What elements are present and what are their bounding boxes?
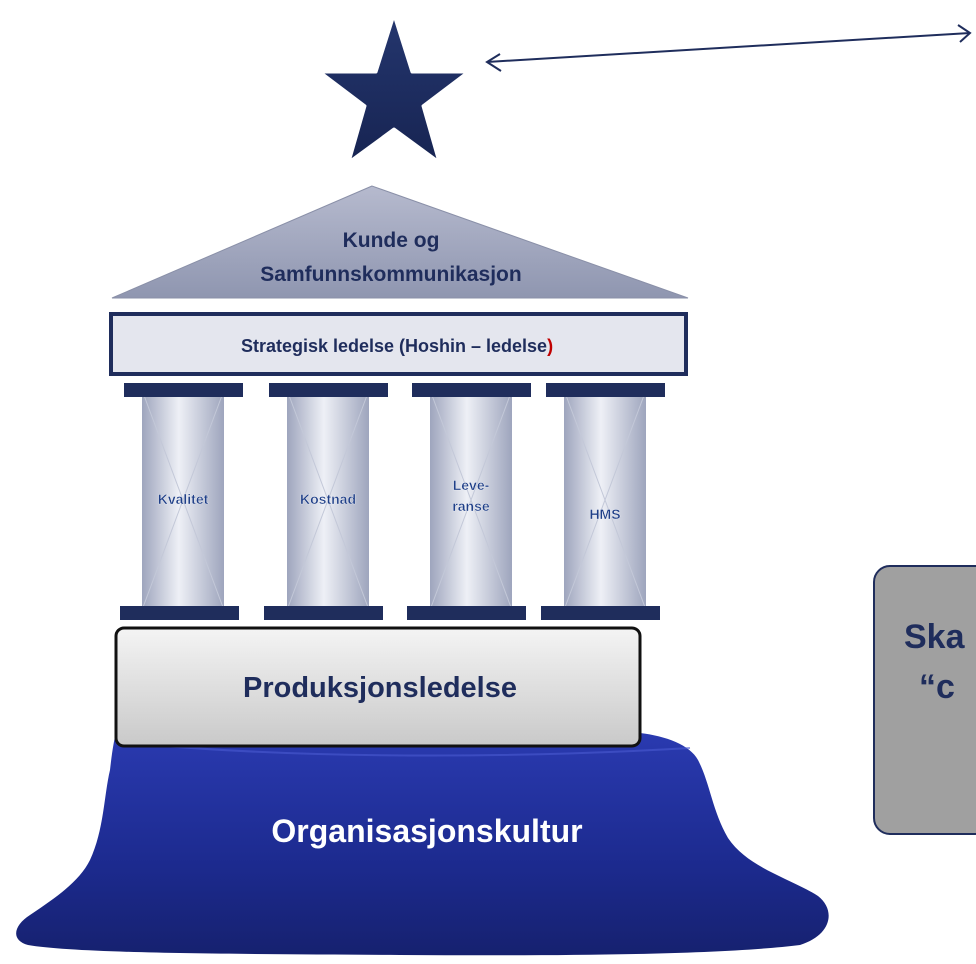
rock-label: Organisasjonskultur [271, 813, 582, 849]
pillar-label-delivery-line1: Leve- [453, 477, 490, 493]
foundation-label: Produksjonsledelse [243, 672, 517, 704]
pillar-hse: HMS [541, 383, 665, 620]
pillar-quality: Kvalitet [120, 383, 243, 620]
star-icon [318, 13, 470, 164]
pillar-label-cost: Kostnad [300, 491, 356, 507]
double-arrow-icon [485, 24, 972, 72]
pillar-label-hse: HMS [589, 506, 620, 522]
roof-label-line2: Samfunnskommunikasjon [260, 263, 521, 286]
pillars: Kvalitet Kostnad Leve- ranse [120, 383, 665, 620]
culture-rock: Organisasjonskultur [16, 733, 829, 956]
strategy-beam: Strategisk ledelse (Hoshin – ledelse) [109, 312, 688, 376]
beam-label: Strategisk ledelse (Hoshin – ledelse) [241, 336, 553, 356]
callout-label-line1: Ska [904, 618, 966, 656]
roof: Kunde og Samfunnskommunikasjon [111, 185, 689, 299]
roof-label-line1: Kunde og [343, 229, 440, 252]
pillar-label-quality: Kvalitet [158, 491, 209, 507]
foundation-block: Produksjonsledelse [114, 626, 642, 748]
pillar-delivery: Leve- ranse [407, 383, 531, 620]
pillar-label-delivery-line2: ranse [452, 498, 490, 514]
callout-label-line2: “c [919, 668, 955, 706]
pillar-cost: Kostnad [264, 383, 388, 620]
callout-box: Ska “c [873, 565, 976, 835]
